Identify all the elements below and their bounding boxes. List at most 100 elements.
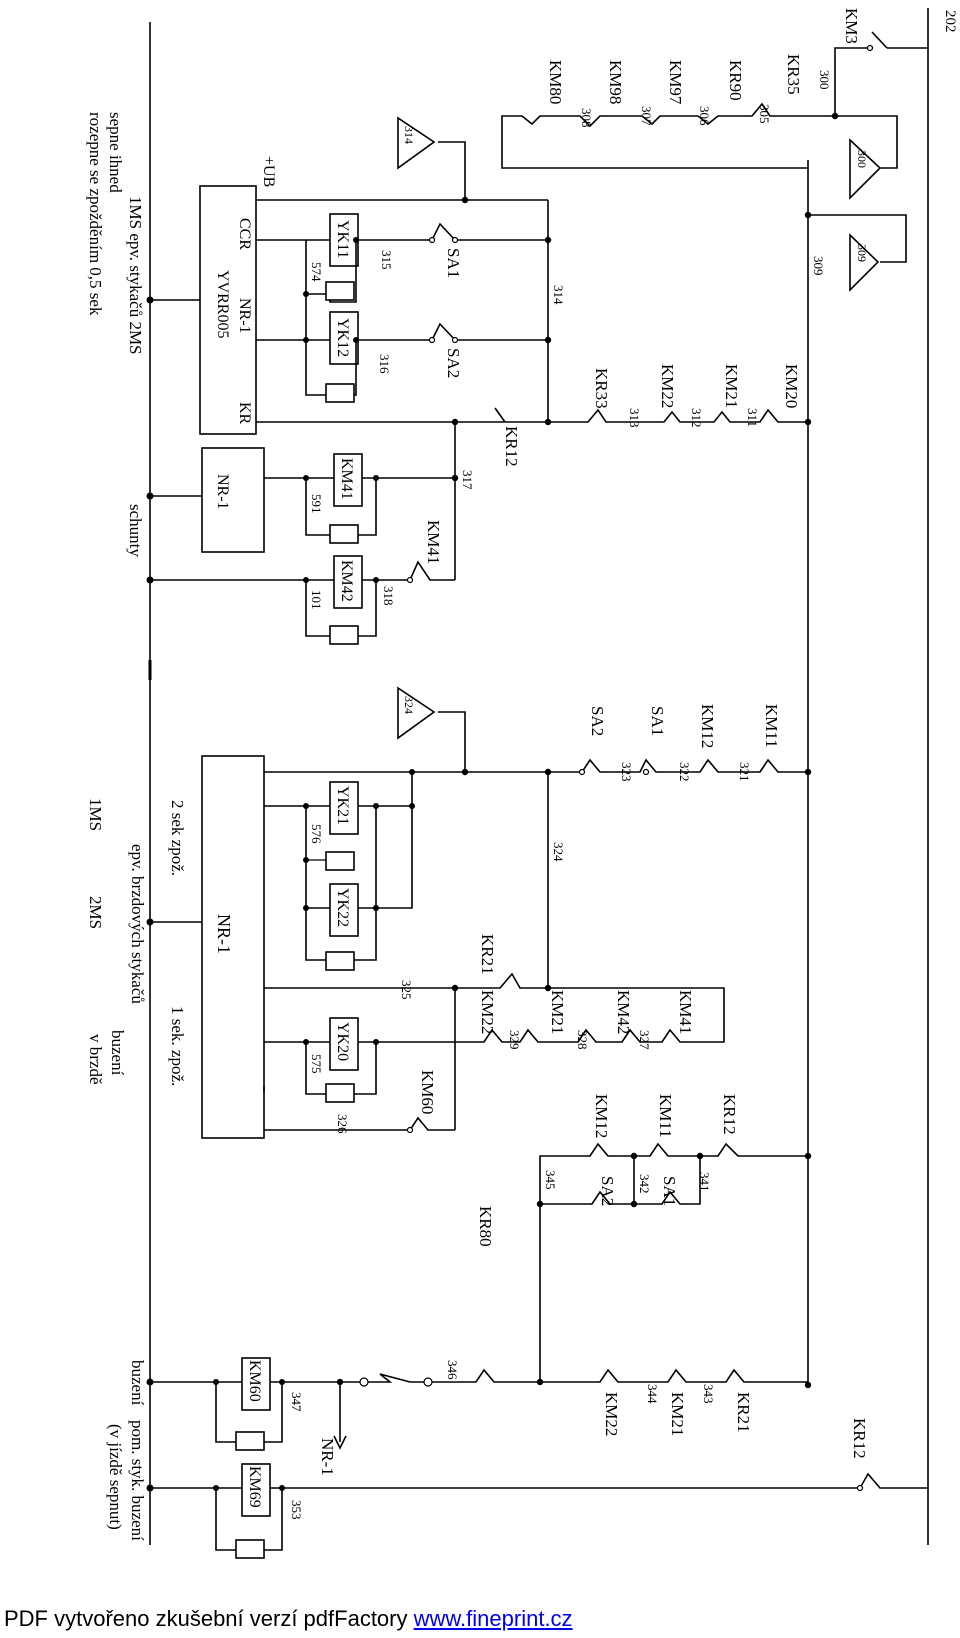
node-km42-b <box>373 577 379 583</box>
label-575: 575 <box>309 1054 324 1074</box>
node-km42-a <box>303 577 309 583</box>
ref-triangle-314 <box>397 116 436 170</box>
wire-324-ref <box>438 711 466 772</box>
node-km69-b <box>279 1485 285 1491</box>
label-325: 325 <box>399 980 414 1000</box>
label-pom1: pom. styk. buzení <box>128 1420 147 1541</box>
coil-km41 <box>333 453 363 507</box>
label-kr33: KR33 <box>592 368 611 409</box>
label-sa1c: SA1 <box>660 1176 679 1206</box>
label-km42-coil: KM42 <box>338 560 355 602</box>
wire-300-ref <box>835 115 898 169</box>
node-yk21-a <box>303 803 309 809</box>
label-km11b: KM11 <box>656 1094 675 1138</box>
label-km60a: KM60 <box>418 1070 437 1114</box>
label-344: 344 <box>645 1384 660 1404</box>
terminal-346-b <box>359 1377 369 1387</box>
node-314-sa2 <box>544 336 552 344</box>
ref-triangle-309 <box>849 233 880 292</box>
label-309: 309 <box>811 256 826 276</box>
node-common-1 <box>146 296 154 304</box>
label-schunty: schunty <box>126 504 145 557</box>
label-km3: KM3 <box>842 8 861 44</box>
chain-329 <box>264 1028 692 1043</box>
contact-sa2a-b <box>428 336 436 344</box>
label-308: 308 <box>579 108 594 128</box>
node-576 <box>303 857 309 863</box>
switch-km3 <box>871 31 888 49</box>
label-316: 316 <box>377 354 392 374</box>
label-km21c: KM21 <box>668 1392 687 1436</box>
nr1-brake-box <box>201 755 265 1139</box>
coil-km69 <box>241 1463 271 1517</box>
diode-nr1d <box>333 1435 347 1450</box>
label-km22c: KM22 <box>602 1392 621 1436</box>
node-309-341 <box>804 1152 812 1160</box>
node-km60-a <box>213 1379 219 1385</box>
node-km60-b <box>279 1379 285 1385</box>
label-sa2a: SA2 <box>444 348 463 378</box>
label-kr12c: KR12 <box>850 1418 869 1459</box>
label-kr21a: KR21 <box>478 934 497 975</box>
nr1-schunty-box <box>201 447 265 553</box>
label-pom2: (v jízdě sepnut) <box>106 1424 125 1530</box>
label-ref-300: 300 <box>855 150 869 168</box>
footer-link[interactable]: www.fineprint.cz <box>413 1606 573 1631</box>
node-309-km11 <box>804 768 812 776</box>
node-324-bottom <box>544 984 552 992</box>
label-desc2c: 2MS <box>86 896 105 929</box>
label-306: 306 <box>697 106 712 126</box>
node-yk22-b <box>373 905 379 911</box>
label-km41a: KM41 <box>424 520 443 564</box>
chain-km20-kr33 <box>548 408 808 423</box>
label-km69: KM69 <box>246 1466 263 1508</box>
label-yvrr005: YVRR005 <box>214 270 231 338</box>
label-315: 315 <box>379 250 394 270</box>
label-314: 314 <box>551 285 566 305</box>
contact-km60a <box>406 1126 414 1134</box>
label-vbrzde: v brzdě <box>86 1034 105 1085</box>
label-305: 305 <box>757 104 772 124</box>
label-yk21: YK21 <box>334 786 351 825</box>
label-km22a: KM22 <box>658 364 677 408</box>
label-312: 312 <box>689 408 704 428</box>
label-322: 322 <box>677 762 692 782</box>
label-yk22: YK22 <box>334 888 351 927</box>
resistor-yk22 <box>325 951 355 971</box>
node-km41-b <box>373 475 379 481</box>
label-km41b: KM41 <box>676 990 695 1034</box>
label-202: 202 <box>942 10 958 33</box>
wire-yk22 <box>306 806 413 909</box>
label-sa2b: SA2 <box>588 706 607 736</box>
label-kr-port: KR <box>236 402 253 425</box>
wire-309-ref <box>808 214 907 263</box>
wire-km41-contact <box>150 560 455 581</box>
label-1sek: 1 sek. zpož. <box>168 1006 187 1086</box>
switch-346 <box>368 1373 424 1383</box>
label-324: 324 <box>551 842 566 862</box>
node-common-3 <box>146 576 154 584</box>
wire-326 <box>264 1116 455 1131</box>
wire-353 <box>150 1472 928 1489</box>
label-buzeni1: buzení <box>108 1030 127 1076</box>
contact-kr12c <box>856 1484 864 1492</box>
label-sa2c: SA2 <box>598 1176 617 1206</box>
label-2sek: 2 sek zpož. <box>168 800 187 876</box>
label-km20: KM20 <box>782 364 801 408</box>
wire-314-ref <box>438 141 466 200</box>
resistor-yk21 <box>325 851 355 871</box>
terminal-346-a <box>423 1377 433 1387</box>
label-yk11: YK11 <box>334 220 351 259</box>
label-353: 353 <box>289 1500 304 1520</box>
label-kr12a: KR12 <box>502 426 521 467</box>
coil-yk20 <box>329 1017 359 1071</box>
node-412-top <box>409 769 415 775</box>
chain-343-344 <box>540 1368 808 1383</box>
wire-341 <box>700 1142 808 1157</box>
nr1-yvrr005-box <box>199 185 257 435</box>
resistor-km69 <box>235 1539 265 1559</box>
node-yk21-b <box>373 803 379 809</box>
node-306-yk12 <box>303 337 309 343</box>
circuit-schematic: 202 KM3 300 KR35 305 KR90 306 KM97 307 K… <box>86 8 958 1559</box>
label-ref-324: 324 <box>402 696 416 714</box>
